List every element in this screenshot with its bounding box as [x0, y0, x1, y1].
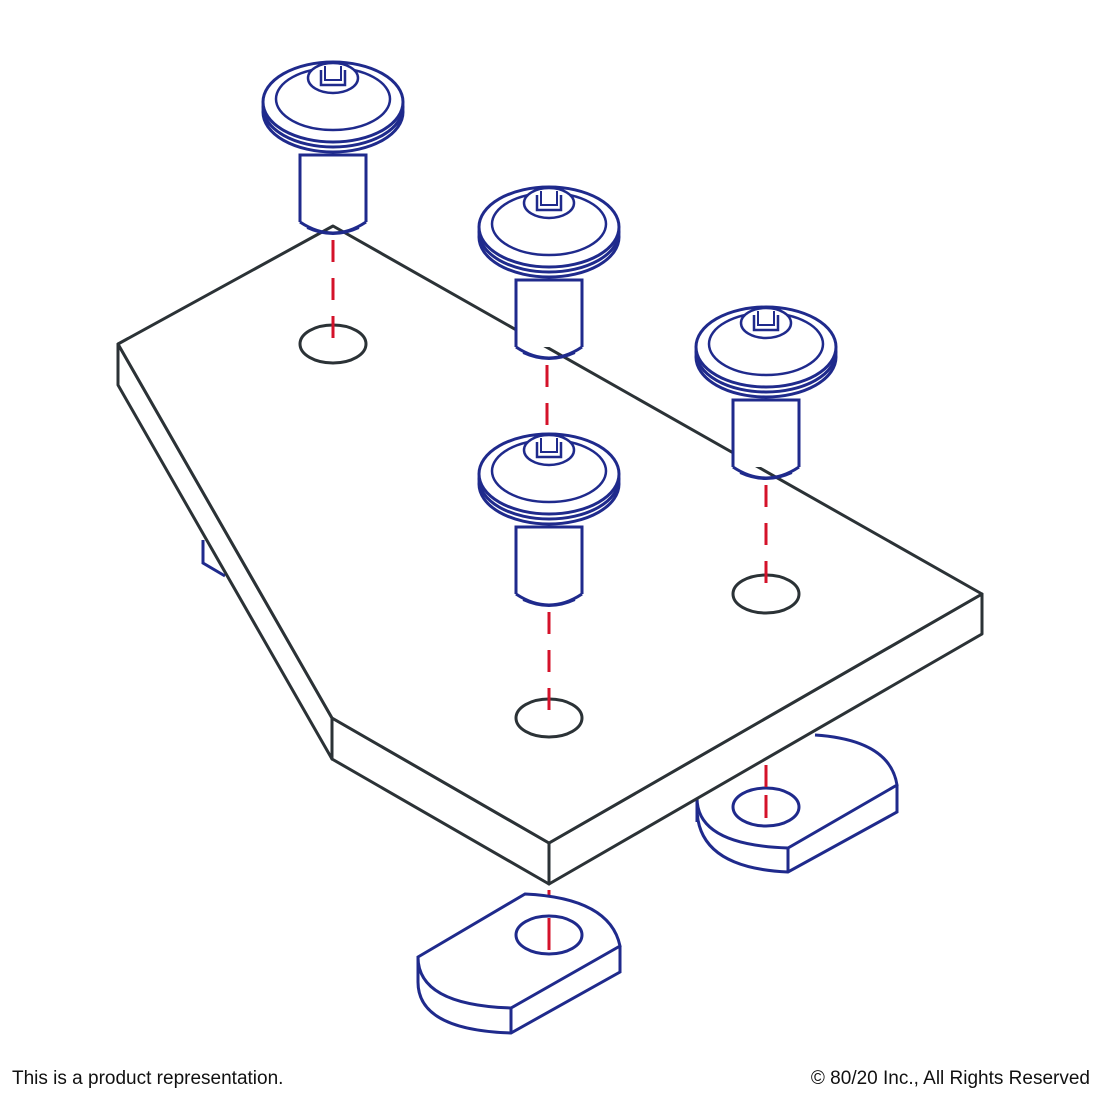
bolt-back	[261, 60, 405, 236]
t-nut-front	[416, 892, 622, 1035]
t-nut-right	[695, 733, 899, 874]
disclaimer-text: This is a product representation.	[12, 1068, 284, 1089]
copyright-text: © 80/20 Inc., All Rights Reserved	[810, 1068, 1090, 1089]
hidden-t-nut-left	[201, 540, 226, 578]
